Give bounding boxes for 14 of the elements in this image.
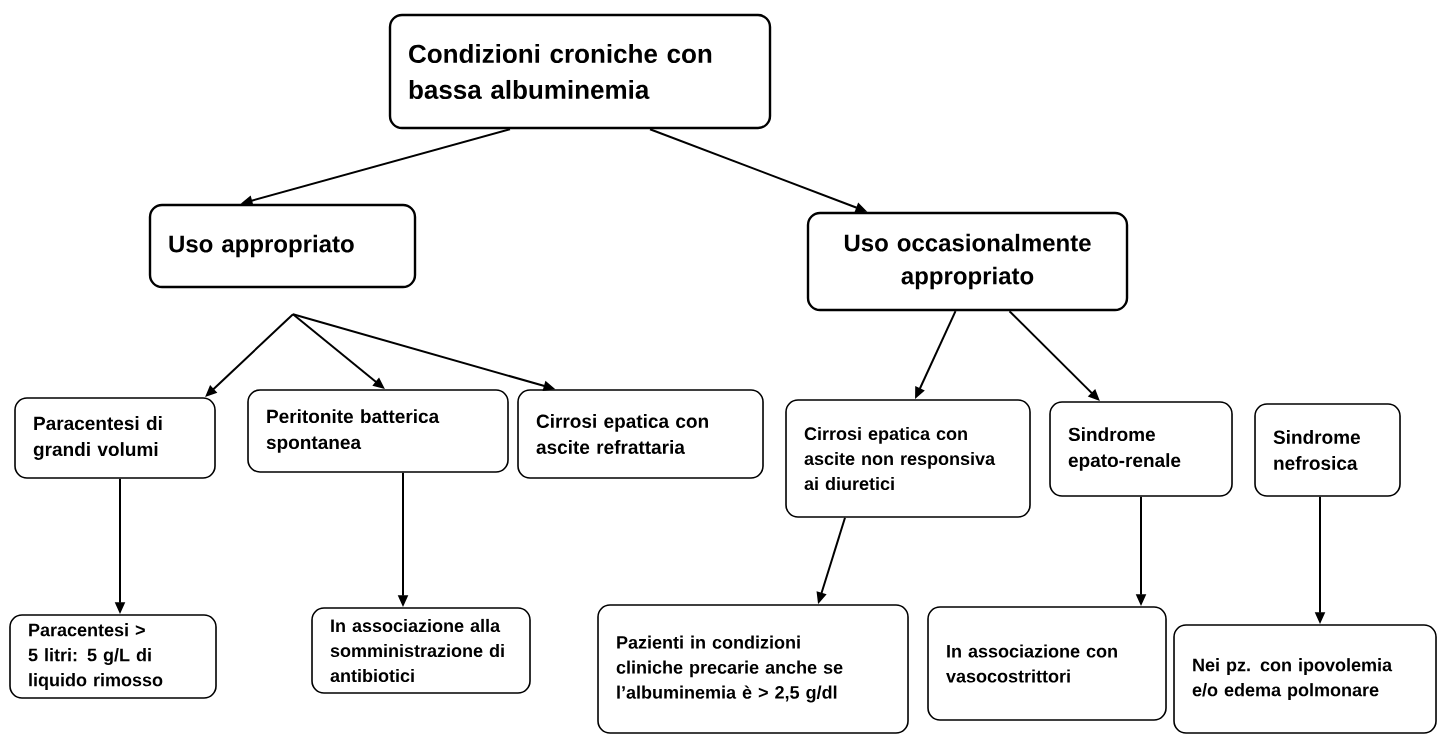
condition-box: Paracentesi di grandi volumi — [14, 397, 216, 479]
note-box: Pazienti in condizioni cliniche precarie anche se l’albuminemia è > 2,5 g/dl — [597, 604, 909, 734]
condition-box: Sindrome nefrosica — [1254, 403, 1401, 497]
note-box: Nei pz. con ipovolemia e/o edema polmonare — [1173, 624, 1437, 734]
condition-box: Peritonite batterica spontanea — [247, 389, 509, 473]
note-box: Paracentesi > 5 litri: 5 g/L di liquido rimosso — [9, 614, 217, 699]
title-box: Condizioni croniche con bassa albuminemia — [388, 13, 772, 130]
condition-box: Sindrome epato-renale — [1049, 401, 1233, 497]
note-box: In associazione con vasocostrittori — [927, 606, 1167, 721]
condition-box: Cirrosi epatica con ascite non responsiva ai diuretici — [785, 399, 1031, 518]
note-box: In associazione alla somministrazione di antibiotici — [311, 607, 531, 694]
category-box: Uso appropriato — [148, 203, 417, 289]
category-box: Uso occasionalmente appropriato — [806, 211, 1129, 312]
condition-box: Cirrosi epatica con ascite refrattaria — [517, 389, 764, 479]
